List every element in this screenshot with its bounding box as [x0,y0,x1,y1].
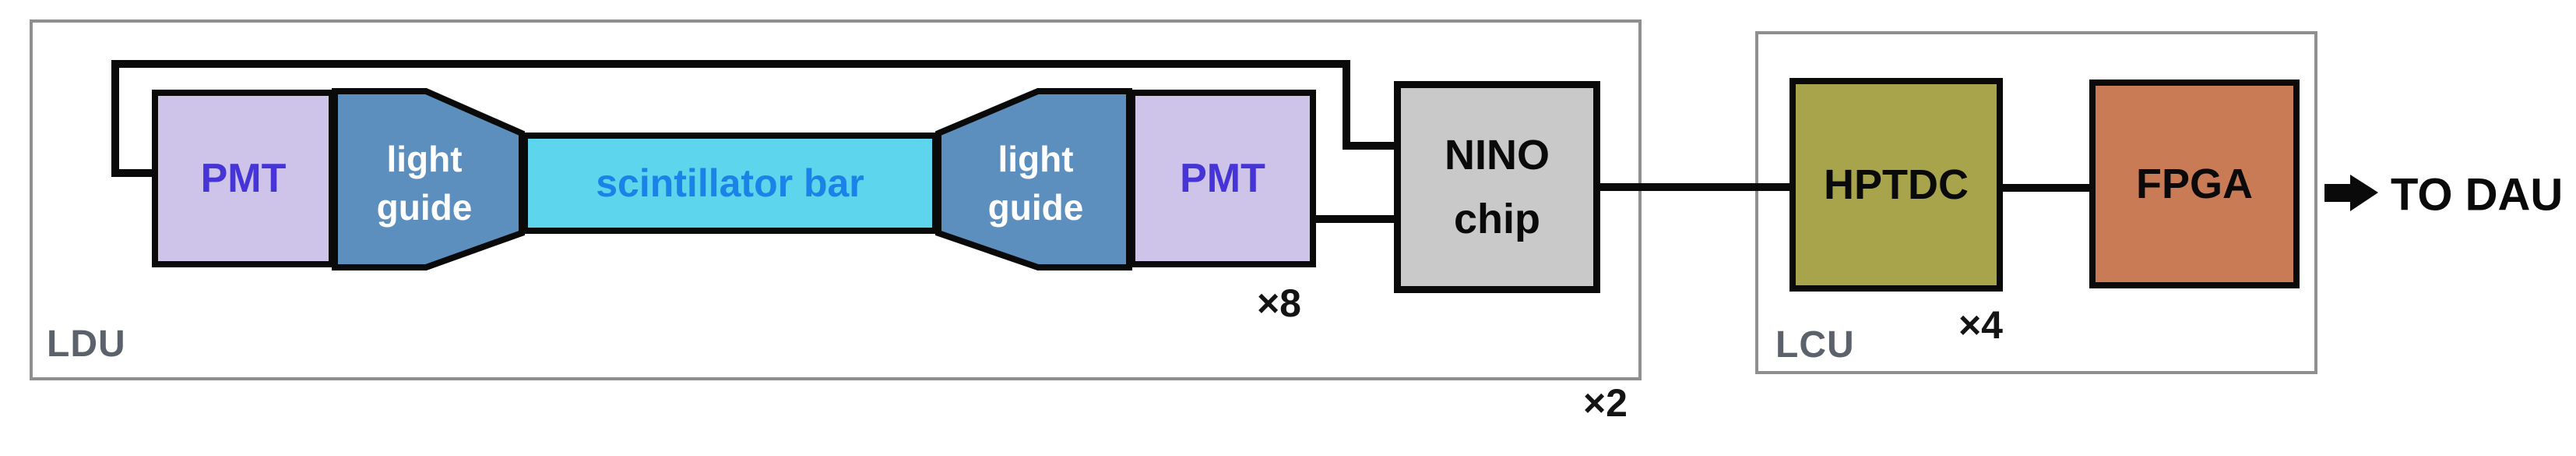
pmt-channels-multiplier: ×8 [1256,281,1301,325]
light-guide-right-line2: guide [987,187,1084,228]
light-guide-left-line2: guide [376,187,473,228]
pmt-left-label: PMT [200,156,287,201]
light-guide-left-label: light guide [331,117,518,249]
scintillator-bar-box: scintillator bar [522,133,938,234]
lcu-frame [1755,31,2317,374]
hptdc-label: HPTDC [1824,161,1969,208]
hptdc-box: HPTDC [1789,78,2003,292]
ldu-multiplier: ×2 [1582,381,1628,425]
light-guide-right-line1: light [998,139,1074,179]
fpga-box: FPGA [2089,80,2300,288]
nino-chip-line1: NINO [1445,132,1550,179]
light-guide-right-shape [935,88,1132,270]
scintillator-bar-label: scintillator bar [596,161,864,205]
hptdc-multiplier: ×4 [1958,303,2003,347]
pmt-left-box: PMT [152,90,335,267]
light-guide-left-line1: light [386,139,463,179]
ldu-label: LDU [47,323,126,365]
light-guide-right-label: light guide [942,117,1129,249]
output-arrow-icon [2324,175,2378,211]
output-label: TO DAU [2391,169,2564,221]
ldu-frame [30,19,1642,380]
nino-chip-line2: chip [1453,196,1540,242]
nino-chip-box: NINO chip [1394,81,1600,293]
pmt-right-box: PMT [1129,90,1316,267]
fpga-label: FPGA [2135,161,2253,207]
pmt-feedback-wire [111,60,1394,177]
pmt-right-label: PMT [1180,156,1265,201]
lcu-label: LCU [1775,324,1855,366]
